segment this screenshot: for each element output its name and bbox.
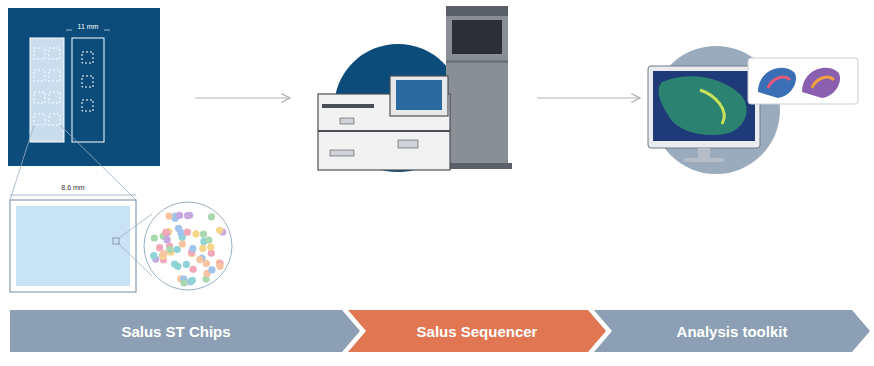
- bead-dot: [163, 229, 170, 236]
- bead-dot: [216, 263, 223, 270]
- step-title: Analysis toolkit: [677, 323, 788, 340]
- bead-dot: [150, 252, 157, 259]
- bead-dot: [176, 212, 183, 219]
- bead-dot: [162, 229, 169, 236]
- bead-dot: [179, 240, 186, 247]
- dimension-label: 11 mm: [78, 23, 99, 30]
- bead-dot: [166, 246, 173, 253]
- bead-dot: [160, 250, 167, 257]
- bead-dot: [208, 250, 215, 257]
- flow-arrow: [195, 97, 290, 98]
- bead-dot: [184, 212, 191, 219]
- bead-dot: [208, 266, 215, 273]
- analysis-illustration: [648, 46, 858, 174]
- chevron-fill: [348, 310, 606, 352]
- chip-enlargement: [10, 125, 232, 292]
- chevron-fill: [10, 310, 360, 352]
- step-title: Salus Sequencer: [417, 323, 538, 340]
- chevron-band: Analysis toolkit: [594, 310, 870, 352]
- bead-dot: [174, 263, 181, 270]
- bead-dot: [151, 234, 158, 241]
- bead-dot: [196, 256, 203, 263]
- bead-dot: [216, 227, 223, 234]
- bead-dot: [190, 266, 197, 273]
- bead-dot: [203, 260, 210, 267]
- bead-dot: [181, 279, 188, 286]
- step-title: Salus ST Chips: [121, 323, 230, 340]
- chevron-fill: [594, 310, 870, 352]
- chip-slides: [30, 30, 110, 142]
- sequencer-illustration: [318, 6, 512, 172]
- bead-dot: [174, 246, 181, 253]
- bead-dot: [207, 243, 214, 250]
- dimension-label: 8.6 mm: [61, 184, 84, 191]
- bead-dot: [199, 245, 206, 252]
- bead-dot: [164, 236, 171, 243]
- bead-dot: [183, 261, 190, 268]
- bead-dot: [189, 277, 196, 284]
- bead-dot: [205, 236, 212, 243]
- bead-dot: [165, 212, 172, 219]
- chevron-band: Salus ST Chips: [10, 310, 360, 352]
- bead-dot: [184, 229, 191, 236]
- chip-panel: [8, 8, 160, 166]
- bead-dot: [200, 231, 207, 238]
- bead-dot: [175, 225, 182, 232]
- bead-dot: [189, 245, 196, 252]
- flow-arrow: [537, 97, 640, 98]
- bead-dot: [192, 230, 199, 237]
- chevron-band: Salus Sequencer: [348, 310, 606, 352]
- bead-dot: [156, 244, 163, 251]
- bead-dot: [208, 213, 215, 220]
